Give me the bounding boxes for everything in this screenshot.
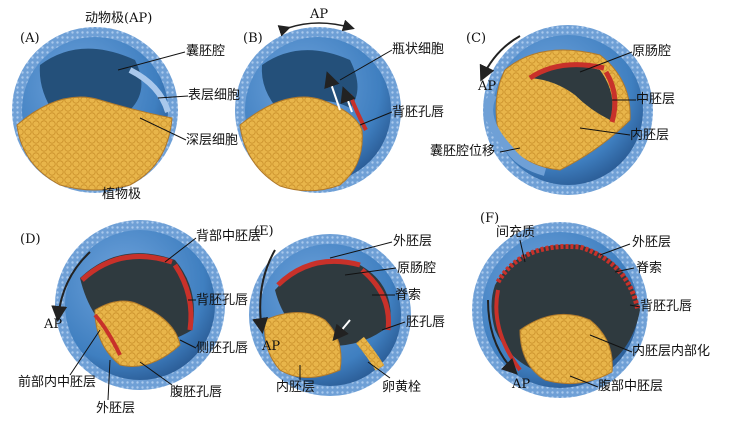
label-e-endoderm: 内胚层 (276, 380, 316, 395)
label-surface-cells: 表层细胞 (188, 88, 241, 103)
panel-c-embryo (483, 25, 653, 195)
label-blastocoel-displaced: 囊胚腔位移 (430, 144, 496, 159)
label-d-ectoderm: 外胚层 (96, 401, 136, 416)
panel-label-e: (E) (254, 224, 274, 239)
label-b-ap: AP (310, 7, 329, 22)
label-e-blastopore-lip: 胚孔唇 (406, 315, 446, 330)
label-f-mesenchyme: 间充质 (496, 225, 536, 240)
panel-f-ap-arrow (487, 299, 518, 375)
panel-a-leaders (117, 51, 189, 141)
label-f-notochord: 脊索 (636, 261, 663, 276)
panel-b-embryo (235, 27, 401, 193)
panel-b-ap-arrow (277, 19, 355, 37)
panel-f-leaders (519, 239, 641, 388)
panel-label-d: (D) (20, 232, 41, 247)
panel-c-ap-arrow (479, 35, 521, 82)
label-deep-cells: 深层细胞 (186, 133, 239, 148)
panel-f-embryo (472, 222, 648, 398)
panel-e-leaders (299, 241, 406, 380)
label-d-anterior-endomesoderm: 前部内中胚层 (18, 375, 97, 390)
panel-b-leaders (339, 49, 393, 126)
label-c-endoderm: 内胚层 (630, 128, 670, 143)
panel-d-embryo (55, 220, 225, 390)
label-d-lateral-lip: 侧胚孔唇 (196, 341, 249, 356)
label-d-dorsal-mesoderm: 背部中胚层 (196, 229, 262, 244)
panel-e-embryo (249, 234, 411, 396)
panel-label-f: (F) (480, 211, 500, 226)
panel-a-embryo (12, 27, 178, 193)
label-blastocoel: 囊胚腔 (186, 44, 226, 59)
label-vegetal-pole: 植物极 (102, 187, 142, 202)
label-e-notochord: 脊索 (395, 288, 422, 303)
label-e-archenteron: 原肠腔 (397, 261, 437, 276)
label-bottle-cells: 瓶状细胞 (392, 42, 445, 57)
label-f-endoderm-internalization: 内胚层内部化 (632, 344, 711, 359)
label-d-ventral-lip: 腹胚孔唇 (170, 385, 223, 400)
label-e-yolk-plug: 卵黄栓 (382, 380, 422, 395)
label-d-ap: AP (44, 317, 63, 332)
label-b-dorsal-lip: 背胚孔唇 (392, 105, 445, 120)
label-e-ap: AP (262, 339, 281, 354)
panel-c-leaders (499, 51, 636, 153)
label-f-ectoderm: 外胚层 (632, 235, 672, 250)
label-f-dorsal-lip: 背胚孔唇 (640, 299, 693, 314)
panel-d-leaders (69, 237, 197, 401)
label-c-ap: AP (478, 79, 497, 94)
label-c-mesoderm: 中胚层 (636, 92, 676, 107)
panel-label-b: (B) (243, 31, 263, 46)
label-f-ap: AP (512, 377, 531, 392)
panel-label-a: (A) (20, 31, 40, 46)
panel-e-ap-arrow (252, 249, 276, 334)
label-c-archenteron: 原肠腔 (632, 44, 672, 59)
label-animal-pole: 动物极(AP) (85, 11, 153, 26)
label-d-dorsal-lip: 背胚孔唇 (196, 293, 249, 308)
label-e-ectoderm: 外胚层 (393, 234, 433, 249)
panel-d-ap-arrow (51, 251, 91, 322)
label-f-ventral-mesoderm: 腹部中胚层 (598, 379, 664, 394)
panel-label-c: (C) (466, 31, 487, 46)
